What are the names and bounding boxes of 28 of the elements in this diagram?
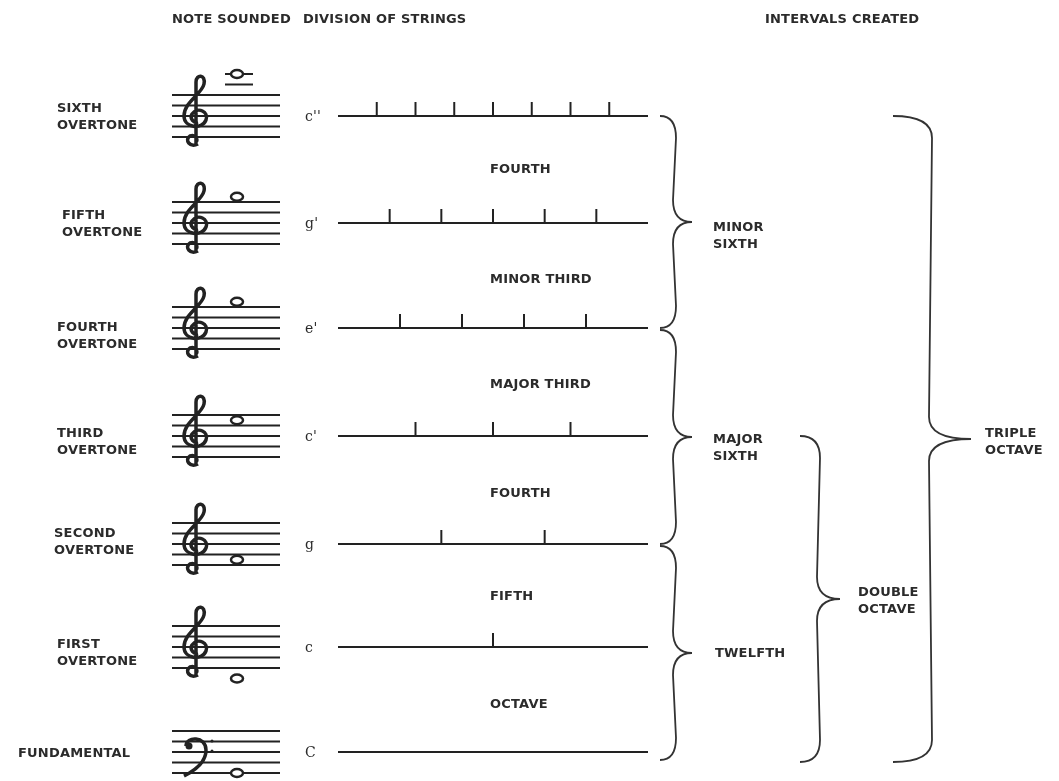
interval-label: MAJOR SIXTH [713, 430, 764, 464]
note-name: c' [305, 427, 318, 445]
note-name: g [305, 535, 315, 553]
note-name: c [305, 638, 314, 656]
column-header: DIVISION OF STRINGS [303, 9, 467, 27]
overtone-label: FIFTH OVERTONE [62, 206, 144, 240]
overtone-label: SECOND OVERTONE [54, 524, 136, 558]
interval-label: FOURTH [490, 159, 551, 177]
overtone-label: SIXTH OVERTONE [57, 99, 139, 133]
overtone-label: FUNDAMENTAL [18, 743, 131, 761]
interval-label: TRIPLE OCTAVE [985, 424, 1044, 458]
note-name: e' [305, 319, 318, 337]
column-header: INTERVALS CREATED [765, 9, 920, 27]
interval-label: FIFTH [490, 586, 534, 604]
note-name: c'' [305, 107, 322, 125]
overtone-label: THIRD OVERTONE [57, 424, 139, 458]
note-name: g' [305, 214, 319, 232]
interval-label: DOUBLE OCTAVE [858, 583, 920, 617]
interval-label: FOURTH [490, 483, 551, 501]
note-name: C [305, 743, 316, 761]
interval-label: MINOR THIRD [490, 269, 592, 287]
overtone-label: FOURTH OVERTONE [57, 318, 139, 352]
interval-label: MAJOR THIRD [490, 374, 591, 392]
column-header: NOTE SOUNDED [172, 9, 291, 27]
interval-label: OCTAVE [490, 694, 548, 712]
overtone-label: FIRST OVERTONE [57, 635, 139, 669]
interval-label: MINOR SIXTH [713, 218, 765, 252]
interval-label: TWELFTH [715, 643, 786, 661]
